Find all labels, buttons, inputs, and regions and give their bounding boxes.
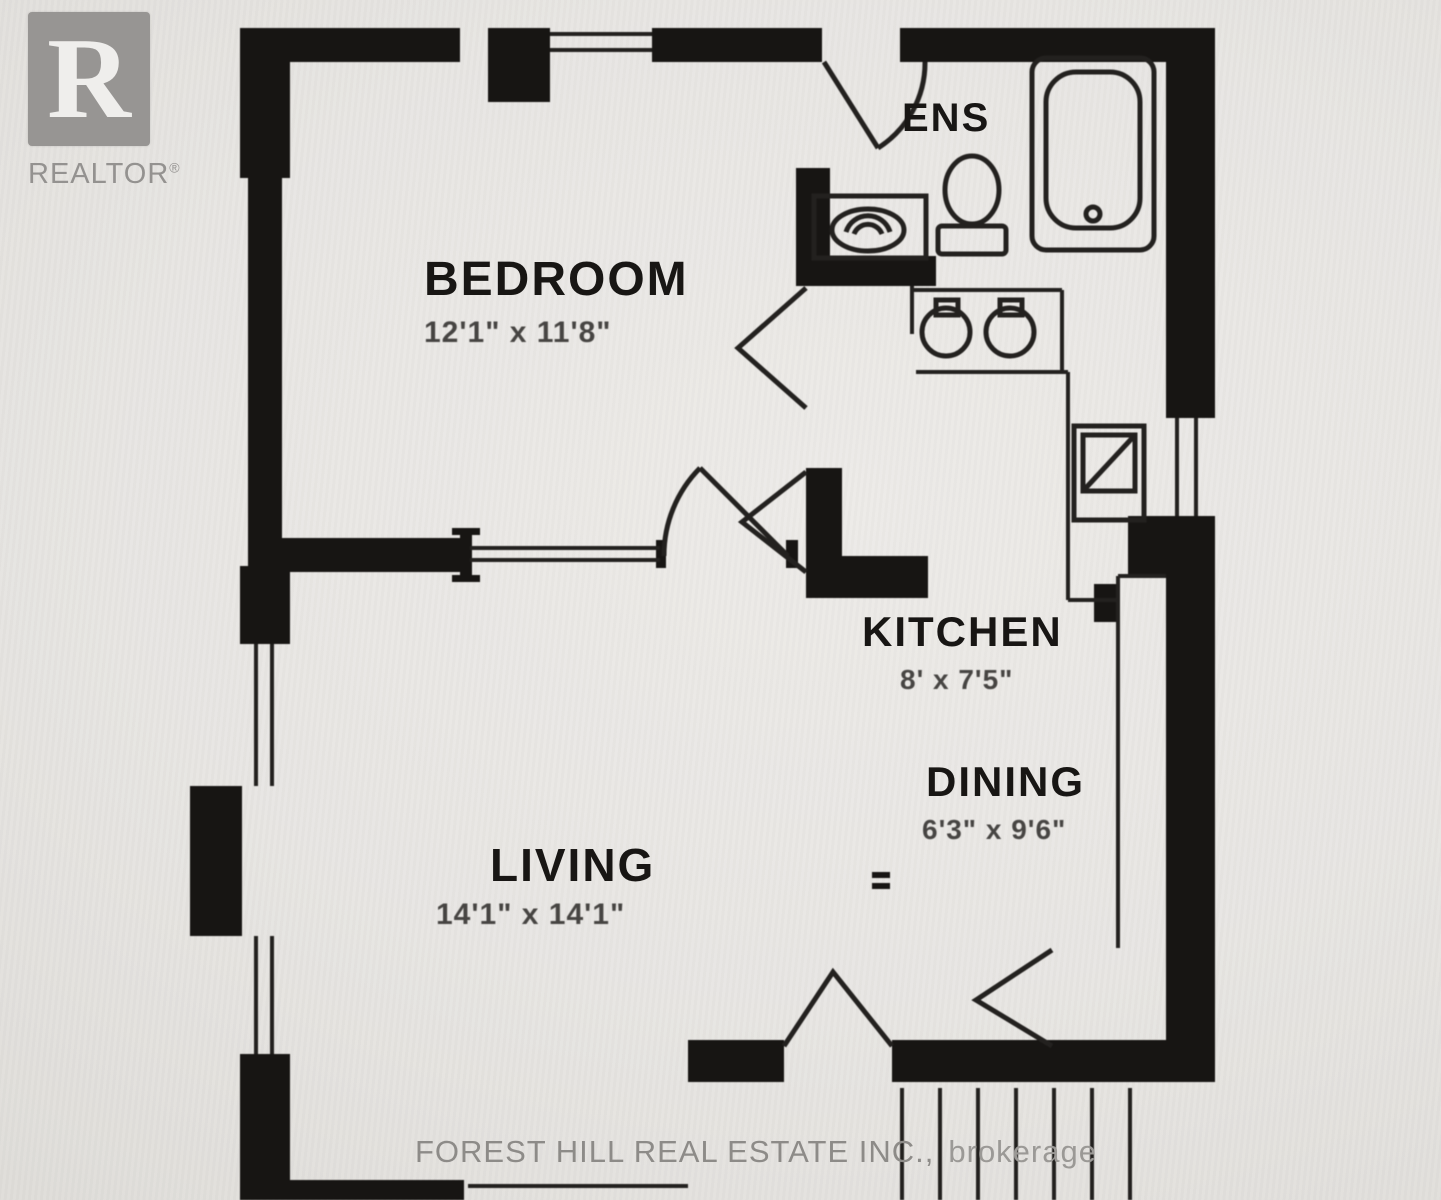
brokerage-watermark: FOREST HILL REAL ESTATE INC., brokerage	[415, 1134, 1097, 1170]
room-label-dining: DINING	[926, 758, 1085, 805]
realtor-logo-text: REALTOR	[28, 158, 170, 190]
stairs	[900, 1088, 1132, 1200]
brokerage-suffix: brokerage	[948, 1134, 1097, 1169]
outer-walls	[190, 28, 1215, 1200]
brokerage-name: FOREST HILL REAL ESTATE INC.,	[415, 1134, 935, 1169]
realtor-logo-box: R	[28, 12, 150, 146]
realtor-logo-letter: R	[47, 15, 131, 143]
room-label-ensuite: ENS	[902, 96, 991, 140]
windows	[254, 32, 1198, 1188]
door-swings	[661, 60, 1054, 1049]
room-dimensions-bedroom: 12'1" x 11'8"	[424, 316, 612, 349]
room-dimensions-kitchen: 8' x 7'5"	[900, 664, 1014, 695]
room-dimensions-dining: 6'3" x 9'6"	[922, 814, 1067, 845]
fixtures	[811, 55, 1157, 1200]
bathtub	[1029, 55, 1157, 253]
room-label-bedroom: BEDROOM	[424, 253, 689, 306]
realtor-logo: R REALTOR®	[28, 12, 198, 191]
refrigerator	[1071, 423, 1147, 523]
room-dimensions-living: 14'1" x 14'1"	[436, 898, 626, 931]
vanity-sink	[811, 193, 929, 261]
realtor-logo-name: REALTOR®	[28, 158, 198, 191]
interior-walls	[282, 168, 1118, 889]
room-label-kitchen: KITCHEN	[862, 608, 1063, 655]
registered-trademark-icon: ®	[169, 159, 181, 176]
partition-lines	[470, 286, 1166, 948]
room-label-living: LIVING	[490, 839, 656, 891]
laundry-pair	[919, 297, 1037, 359]
toilet	[935, 153, 1009, 257]
